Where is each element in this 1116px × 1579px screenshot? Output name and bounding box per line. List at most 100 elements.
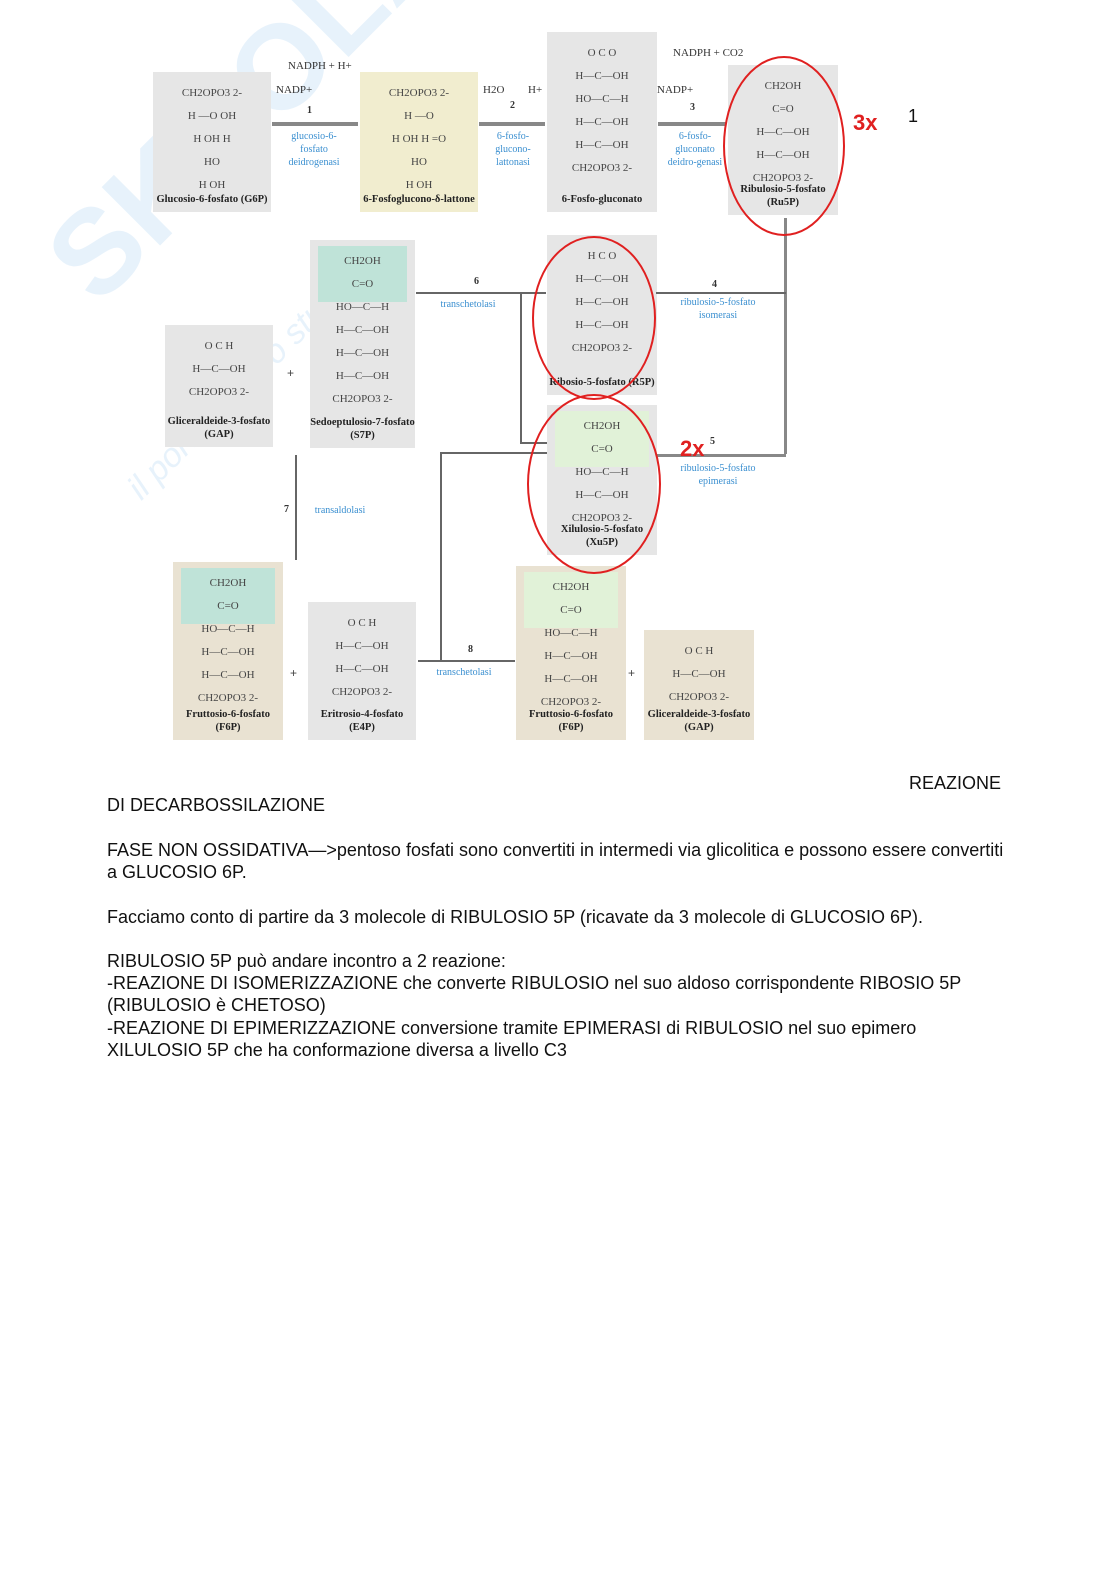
- formula-line: CH2OPO3 2-: [197, 692, 259, 704]
- step-number: 2: [510, 100, 515, 111]
- formula-line: C=O: [560, 604, 582, 616]
- formula-line: H OH H: [193, 133, 231, 145]
- arrow-6: [416, 292, 546, 294]
- formula-line: H—C—OH: [335, 347, 390, 359]
- formula-line: HO—C—H: [575, 93, 629, 105]
- formula-line: CH2OH: [552, 581, 590, 593]
- formula-line: H—C—OH: [575, 139, 629, 151]
- arrow-5: [656, 454, 786, 457]
- arrow-3: [658, 122, 726, 126]
- page-number: 1: [908, 106, 919, 126]
- plus-sign: +: [628, 666, 636, 680]
- paragraph: -REAZIONE DI ISOMERIZZAZIONE che convert…: [107, 973, 961, 1015]
- molecule-name: Fruttosio-6-fosfato (F6P): [186, 709, 270, 733]
- formula-line: CH2OPO3 2-: [668, 691, 730, 703]
- text-line: REAZIONE: [908, 773, 1001, 793]
- molecule-name: Eritrosio-4-fosfato (E4P): [320, 709, 404, 733]
- formula-line: CH2OH: [344, 255, 381, 267]
- cofactor: NADPH + CO2: [673, 47, 744, 59]
- formula-line: HO: [204, 156, 220, 168]
- highlight-ellipse-r5p: [532, 236, 656, 400]
- molecule-name: Gliceraldeide-3-fosfato (GAP): [167, 416, 271, 440]
- molecule-6pgl: CH2OPO3 2- H —O H OH H =O HO H OH 6-Fosfogluc…: [360, 72, 478, 212]
- molecule-f6p2: CH2OH C=O HO—C—H H—C—OH H—C—OH CH2OPO3 2-Frut…: [516, 566, 626, 740]
- step-number: 8: [468, 644, 473, 655]
- paragraph: -REAZIONE DI EPIMERIZZAZIONE conversione…: [107, 1018, 917, 1060]
- enzyme-label: ribulosio-5-fosfato epimerasi: [680, 463, 756, 487]
- arrow-2: [479, 122, 545, 126]
- formula-line: H—C—OH: [201, 669, 255, 681]
- formula-line: H—C—OH: [672, 668, 726, 680]
- arrow-4: [656, 292, 786, 294]
- formula-line: CH2OPO3 2-: [331, 686, 393, 698]
- formula-line: O C H: [347, 617, 377, 629]
- arrow-8: [418, 660, 515, 662]
- arrow-6-branch: [520, 292, 522, 442]
- formula-line: O C H: [204, 340, 234, 352]
- molecule-name: Glucosio-6-fosfato (G6P): [156, 194, 268, 205]
- formula-line: H—C—OH: [544, 650, 598, 662]
- formula-line: CH2OPO3 2-: [571, 162, 633, 174]
- highlight-region: [181, 568, 275, 624]
- text-line: DI DECARBOSSILAZIONE: [107, 795, 326, 815]
- arrow-8-branch: [440, 452, 442, 660]
- cofactor: H+: [528, 84, 543, 96]
- paragraph: RIBULOSIO 5P può andare incontro a 2 rea…: [107, 951, 506, 971]
- formula-line: CH2OPO3 2-: [540, 696, 602, 708]
- formula-line: H—C—OH: [575, 116, 629, 128]
- arrow-ru5p-down: [784, 218, 787, 454]
- arrow-7: [295, 455, 297, 560]
- cofactor: NADP+: [657, 84, 694, 96]
- enzyme-label: transaldolasi: [314, 505, 366, 516]
- formula-line: O C O: [587, 47, 617, 59]
- step-number: 7: [284, 504, 289, 515]
- multiplier-label: 2x: [680, 436, 705, 461]
- formula-line: O C H: [684, 645, 714, 657]
- enzyme-label: ribulosio-5-fosfato isomerasi: [680, 297, 756, 321]
- formula-line: H—C—OH: [192, 363, 246, 375]
- plus-sign: +: [290, 666, 298, 680]
- molecule-name: Fruttosio-6-fosfato (F6P): [529, 709, 613, 733]
- step-number: 5: [710, 436, 715, 447]
- formula-line: HO—C—H: [544, 627, 598, 639]
- formula-line: H—C—OH: [201, 646, 255, 658]
- formula-line: C=O: [351, 278, 374, 290]
- enzyme-label: transchetolasi: [436, 667, 492, 678]
- arrow-8-from-xu5p: [440, 452, 547, 454]
- formula-line: CH2OPO3 2-: [181, 87, 243, 99]
- arrow-1: [272, 122, 358, 126]
- cofactor: NADPH + H+: [288, 60, 352, 72]
- formula-line: H —O: [404, 110, 434, 122]
- molecule-name: Sedoeptulosio-7-fosfato (S7P): [310, 417, 415, 441]
- formula-line: H OH H =O: [391, 133, 447, 145]
- enzyme-label: transchetolasi: [440, 299, 496, 310]
- step-number: 6: [474, 276, 479, 287]
- highlight-ellipse-xu5p: [527, 394, 661, 574]
- formula-line: H—C—OH: [335, 663, 389, 675]
- formula-line: HO—C—H: [335, 301, 390, 313]
- highlight-ellipse-ru5p: [723, 56, 845, 236]
- molecule-name: 6-Fosfo-gluconato: [561, 194, 643, 205]
- formula-line: CH2OPO3 2-: [332, 393, 393, 405]
- enzyme-label: 6-fosfo-gluconato deidro-genasi: [667, 131, 723, 168]
- step-number: 4: [712, 279, 717, 290]
- formula-line: CH2OPO3 2-: [388, 87, 450, 99]
- multiplier-label: 3x: [853, 110, 878, 135]
- formula-line: H—C—OH: [544, 673, 598, 685]
- formula-line: H OH: [405, 179, 433, 191]
- enzyme-label: 6-fosfo-glucono-lattonasi: [495, 131, 531, 168]
- formula-line: C=O: [217, 600, 239, 612]
- cofactor: NADP+: [276, 84, 313, 96]
- formula-line: HO—C—H: [201, 623, 255, 635]
- step-number: 1: [307, 105, 312, 116]
- formula-line: HO: [411, 156, 427, 168]
- molecule-name: 6-Fosfoglucono-δ-lattone: [363, 194, 475, 205]
- formula-line: H —O OH: [187, 110, 237, 122]
- highlight-region: [318, 246, 407, 302]
